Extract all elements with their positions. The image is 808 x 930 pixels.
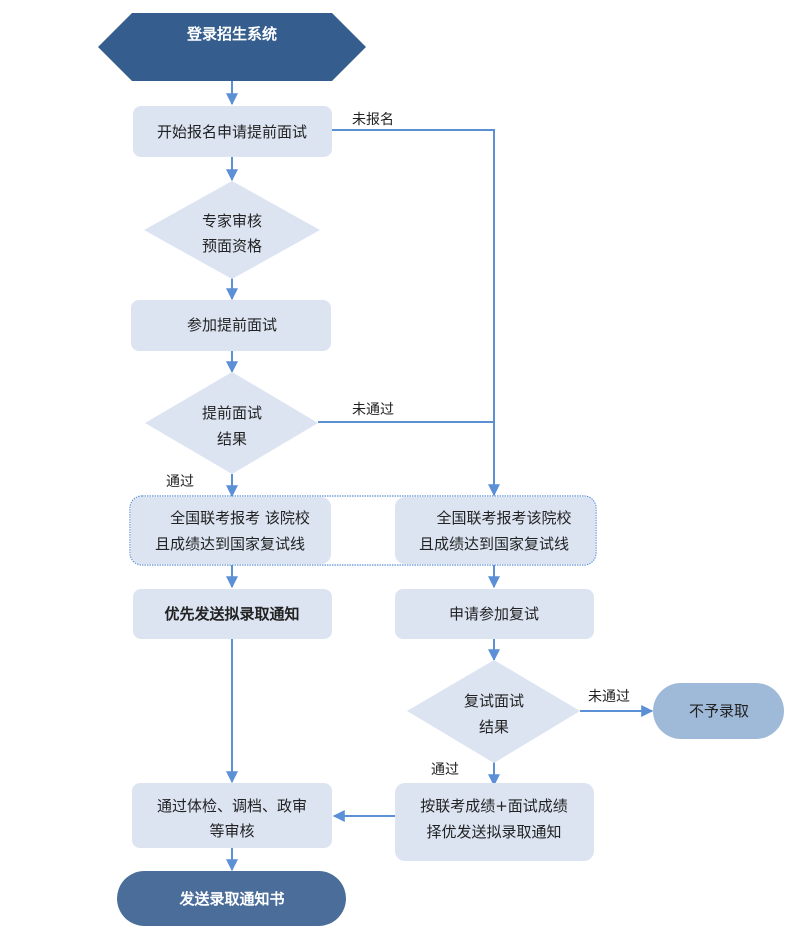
qualify-group-border	[129, 495, 597, 566]
expert-review-diamond	[144, 181, 320, 279]
send-letter-label: 发送录取通知书	[178, 890, 284, 908]
retest-result-line1: 复试面试	[464, 692, 524, 710]
send-letter-terminal	[117, 871, 346, 926]
checks-line1: 通过体检、调档、政审	[157, 797, 307, 815]
apply-retest-box	[395, 589, 594, 639]
node-priority-notice: 优先发送拟录取通知	[133, 589, 332, 639]
select-best-line2: 择优发送拟录取通知	[426, 823, 561, 841]
node-retest-result: 复试面试 结果	[407, 660, 580, 763]
edges	[226, 80, 654, 872]
apply-early-label: 开始报名申请提前面试	[157, 123, 307, 141]
edge-not-registered	[332, 129, 500, 497]
node-expert-review: 专家审核 预面资格	[144, 181, 320, 279]
right-qualify-line2: 且成绩达到国家复试线	[419, 535, 569, 553]
reject-label: 不予录取	[689, 702, 749, 720]
checks-box	[132, 783, 332, 848]
apply-retest-label: 申请参加复试	[449, 605, 539, 623]
expert-review-line2: 预面资格	[202, 237, 262, 255]
retest-result-diamond	[407, 660, 580, 763]
label-retest-fail: 未通过	[588, 689, 630, 705]
node-reject: 不予录取	[653, 683, 784, 739]
priority-notice-label: 优先发送拟录取通知	[164, 605, 299, 623]
select-best-box	[395, 783, 594, 861]
left-qualify-line1: 全国联考报考 该院校	[170, 509, 310, 527]
attend-early-label: 参加提前面试	[187, 316, 277, 334]
expert-review-line1: 专家审核	[202, 212, 262, 230]
node-right-qualify: 全国联考报考该院校 且成绩达到国家复试线	[395, 497, 595, 564]
node-select-best: 按联考成绩+面试成绩 择优发送拟录取通知	[395, 783, 594, 861]
start-label: 登录招生系统	[186, 25, 277, 43]
early-result-diamond	[145, 372, 318, 474]
node-apply-retest: 申请参加复试	[395, 589, 594, 639]
right-qualify-line1: 全国联考报考该院校	[436, 509, 571, 527]
node-apply-early: 开始报名申请提前面试	[133, 106, 332, 157]
early-result-line2: 结果	[217, 430, 247, 448]
right-qualify-box	[395, 497, 595, 564]
node-early-result: 提前面试 结果	[145, 372, 318, 474]
checks-line2: 等审核	[209, 822, 254, 840]
apply-early-box	[133, 106, 332, 157]
reject-terminal	[653, 683, 784, 739]
select-best-line1: 按联考成绩+面试成绩	[420, 797, 568, 815]
label-not-registered: 未报名	[352, 112, 394, 128]
priority-notice-box	[133, 589, 332, 639]
attend-early-box	[131, 300, 331, 351]
left-qualify-line2: 且成绩达到国家复试线	[155, 535, 305, 553]
retest-result-line2: 结果	[479, 718, 509, 736]
start-hexagon	[98, 13, 366, 81]
node-left-qualify: 全国联考报考 该院校 且成绩达到国家复试线	[131, 497, 331, 564]
node-checks: 通过体检、调档、政审 等审核	[132, 783, 332, 848]
left-qualify-box	[131, 497, 331, 564]
label-early-fail: 未通过	[352, 402, 394, 418]
early-result-line1: 提前面试	[202, 404, 262, 422]
node-attend-early: 参加提前面试	[131, 300, 331, 351]
label-early-pass: 通过	[166, 474, 194, 490]
node-send-letter: 发送录取通知书	[117, 871, 346, 926]
label-retest-pass: 通过	[431, 762, 459, 778]
node-start: 登录招生系统	[98, 13, 366, 81]
